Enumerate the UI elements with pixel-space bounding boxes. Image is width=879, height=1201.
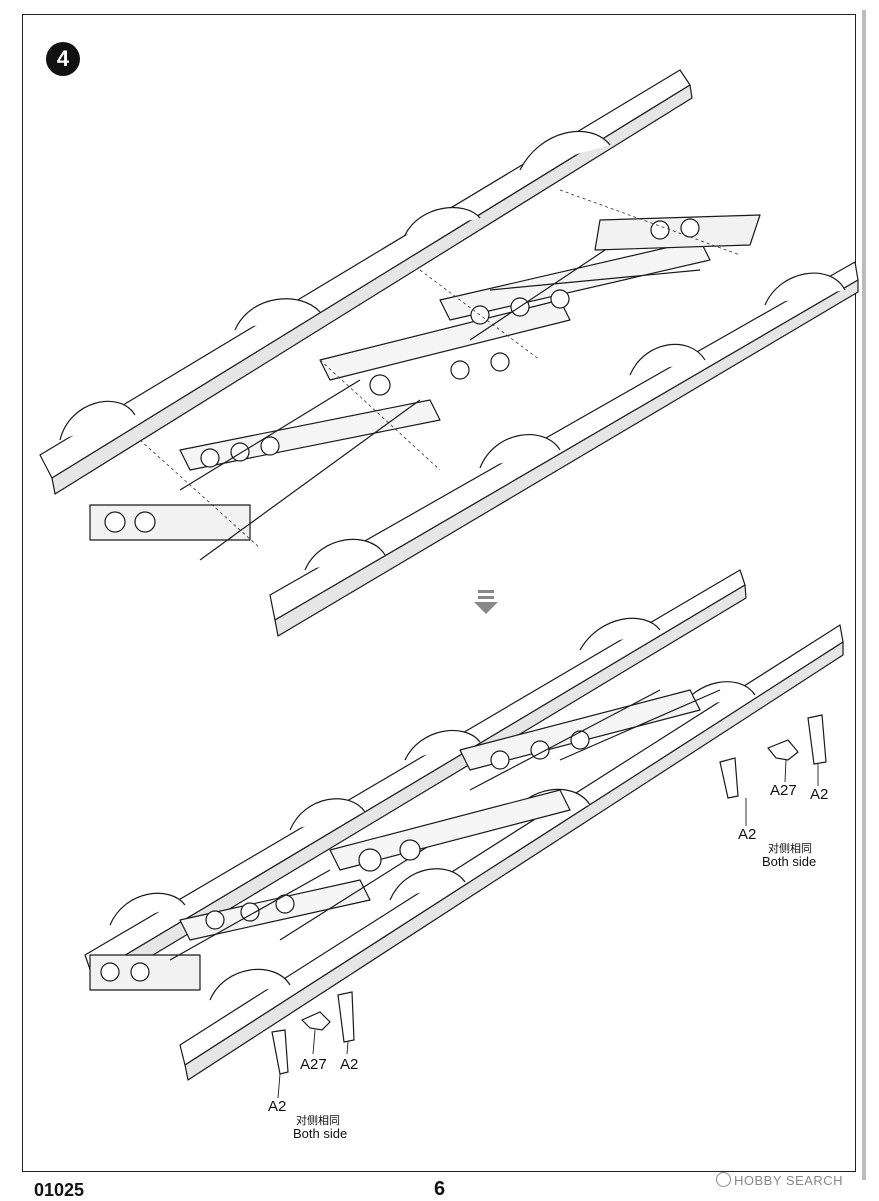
part-label-a2-left-bottom: A2 bbox=[268, 1098, 287, 1115]
watermark-logo-icon bbox=[716, 1172, 731, 1187]
watermark: HOBBY SEARCH bbox=[716, 1172, 843, 1188]
part-label-a2-left-right: A2 bbox=[340, 1056, 359, 1073]
both-side-note-cn-right: 对侧相同 bbox=[768, 843, 812, 855]
watermark-text: HOBBY SEARCH bbox=[734, 1173, 844, 1188]
both-side-note-en-right: Both side bbox=[762, 854, 817, 869]
both-side-note-en-left: Both side bbox=[293, 1126, 348, 1141]
part-label-a27-left: A27 bbox=[300, 1056, 327, 1073]
page-border bbox=[22, 14, 856, 1172]
product-code: 01025 bbox=[34, 1180, 85, 1200]
scan-edge bbox=[862, 10, 866, 1180]
both-side-note-cn-left: 对侧相同 bbox=[296, 1115, 340, 1127]
page-number: 6 bbox=[434, 1178, 446, 1200]
part-label-a27-right: A27 bbox=[770, 782, 797, 799]
part-label-a2-right-right: A2 bbox=[810, 786, 829, 803]
step-number-badge: 4 bbox=[46, 42, 80, 76]
part-label-a2-right-left: A2 bbox=[738, 826, 757, 843]
